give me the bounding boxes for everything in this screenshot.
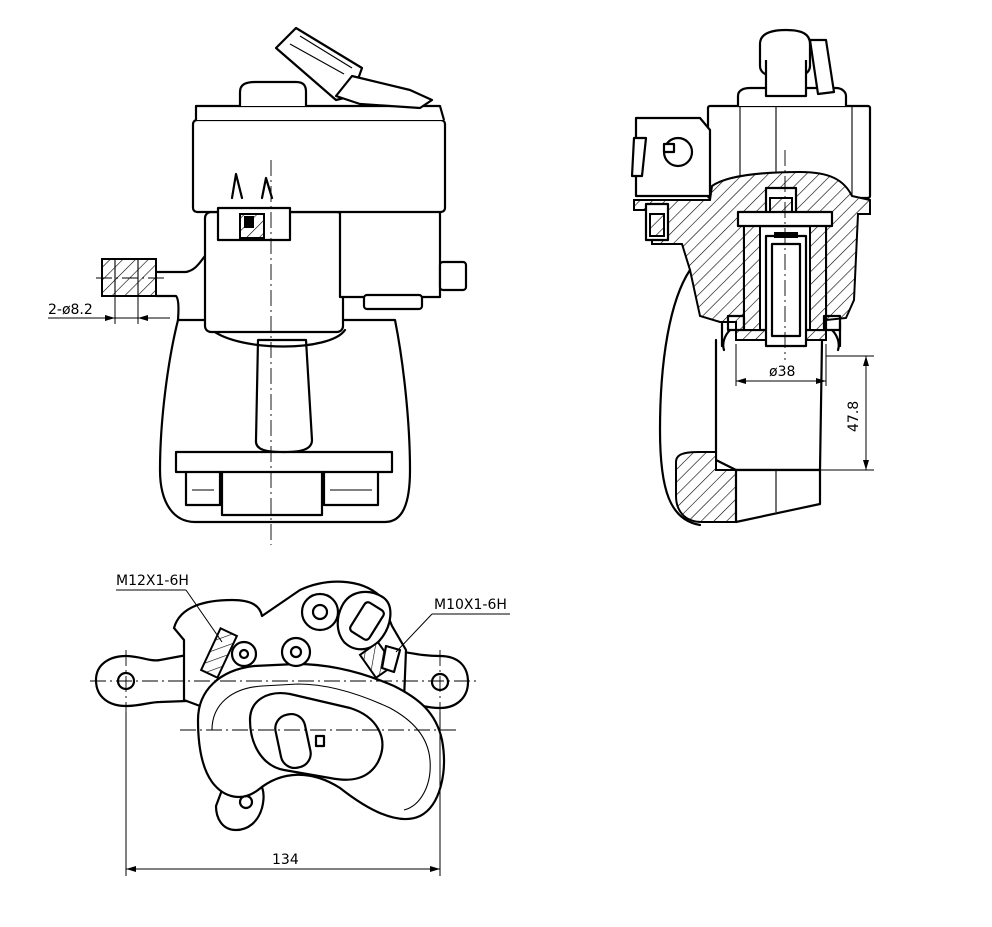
front-view: 2-ø8.2 [48,26,468,545]
thread-right-label: M10X1-6H [434,597,507,613]
height-label: 47.8 [846,401,862,432]
piston-diameter-label: ø38 [769,364,795,380]
top-view: M12X1-6H M10X1-6H 134 [90,573,510,876]
actuator-cap [191,118,447,214]
motor-box [338,203,442,299]
caliper-housing [158,318,412,524]
bore-label: 2-ø8.2 [48,302,93,318]
side-section-view: ø38 47.8 [630,28,874,527]
width-label: 134 [272,852,299,868]
thread-left-label: M12X1-6H [116,573,189,589]
pad-bridge [174,450,394,474]
mount-ear-section [101,258,157,297]
piston-stem [254,338,314,454]
